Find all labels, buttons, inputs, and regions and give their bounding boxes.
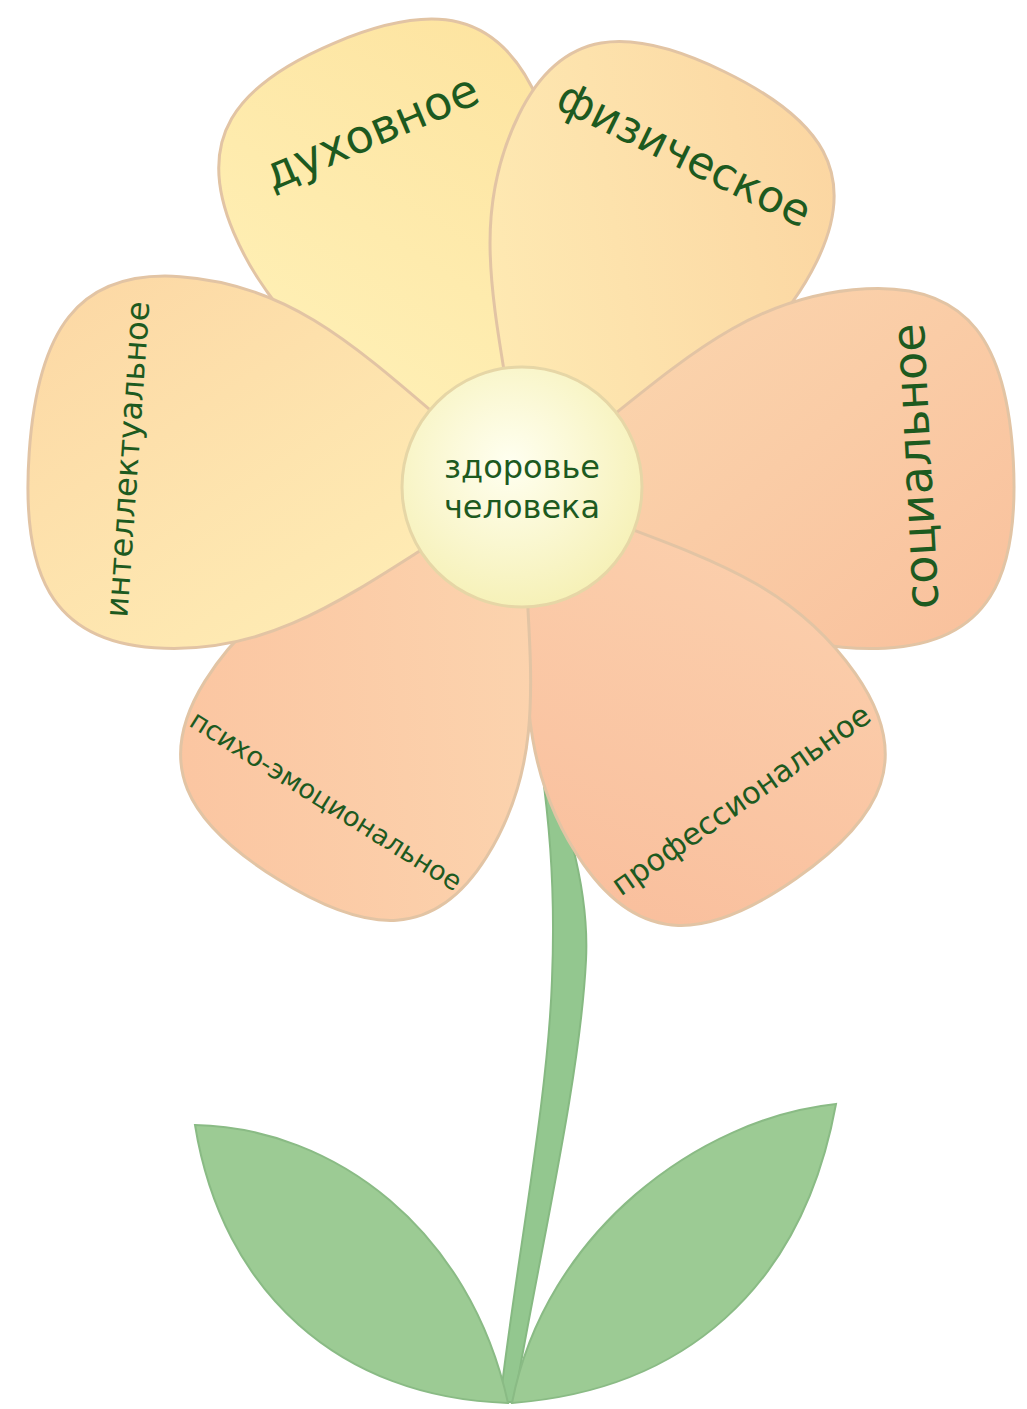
petal-shape [16,267,535,673]
center-label-holder: здоровье человека [420,447,624,527]
circle-outline [400,365,644,609]
left-leaf [195,1125,508,1403]
center-circle: здоровье человека [400,365,644,609]
right-leaf [512,1104,836,1403]
center-circle-shape [402,367,642,607]
center-label: здоровье человека [420,447,624,527]
